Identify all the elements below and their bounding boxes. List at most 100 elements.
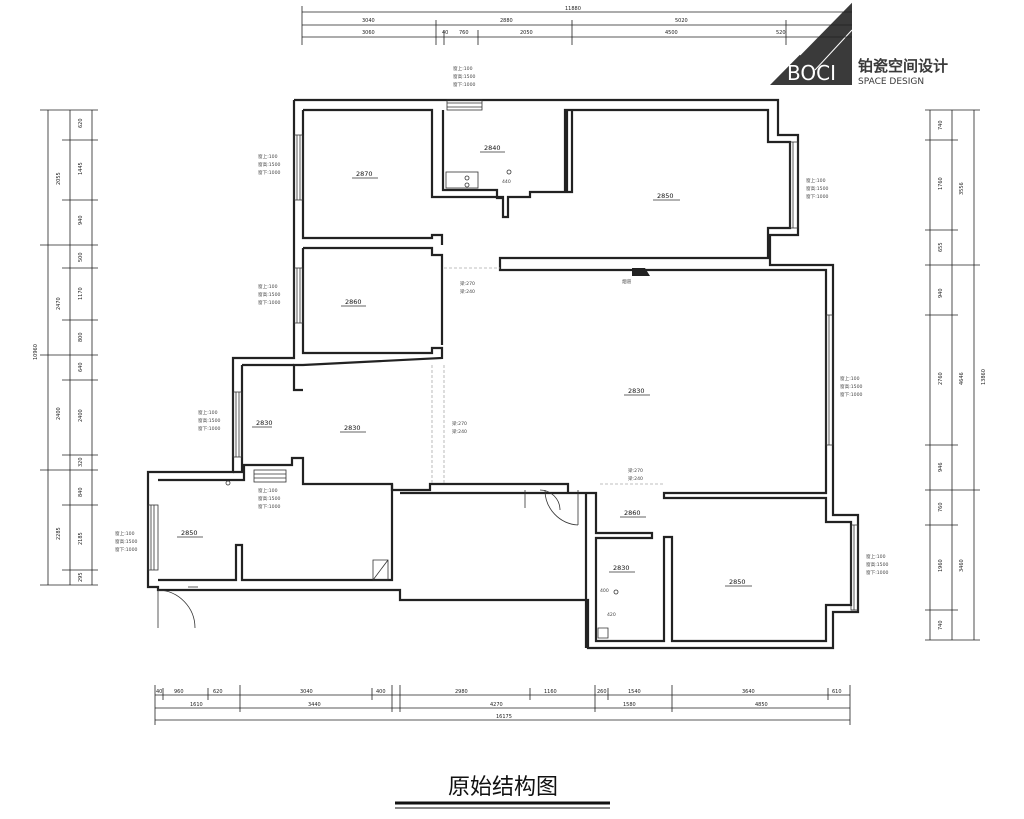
flue-mark — [632, 268, 650, 276]
wn-l2-1: 窗上:100 — [258, 283, 278, 290]
beam-notes: 梁:270 梁:240 梁:270 梁:240 梁:270 梁:240 烟道 4… — [452, 179, 643, 618]
top-dim-3: 5020 — [675, 18, 688, 24]
room-labels: 2870 2840 2850 2860 2830 2830 2830 2850 … — [177, 144, 752, 587]
bn-1b: 梁:240 — [460, 288, 475, 295]
wn-l4-3: 窗下:1000 — [258, 503, 281, 510]
bottom-dim-15: 1580 — [623, 702, 636, 708]
flue-note: 烟道 — [622, 278, 632, 285]
right-dim-7: 940 — [938, 288, 944, 298]
column-mark-2 — [597, 627, 609, 639]
bn-2b: 梁:240 — [452, 428, 467, 435]
right-dimension-lines: 13860 3556 4646 3460 740 1760 655 940 27… — [925, 109, 987, 641]
left-dim-11: 640 — [78, 362, 84, 372]
left-dim-2: 2470 — [56, 297, 62, 310]
window-left-2 — [293, 267, 304, 324]
bottom-dim-13: 3440 — [308, 702, 321, 708]
wn-r3-2: 窗高:1500 — [866, 561, 889, 568]
bn-3a: 梁:270 — [628, 467, 643, 474]
bedroom-left-walls — [301, 110, 444, 245]
wn-l4-1: 窗上:100 — [258, 487, 278, 494]
bottom-dim-5: 400 — [376, 689, 386, 695]
bottom-dim-14: 4270 — [490, 702, 503, 708]
study-walls — [233, 365, 244, 474]
brand-logo: BOCI 铂瓷空间设计 SPACE DESIGN — [770, 1, 948, 87]
wn-l5-3: 窗下:1000 — [115, 546, 138, 553]
room-label-10: 2830 — [613, 564, 630, 572]
window-right-2 — [825, 314, 834, 446]
window-left-3 — [232, 391, 243, 458]
left-dim-total: 10960 — [33, 344, 39, 360]
top-dim-4: 3060 — [362, 30, 375, 36]
window-top — [446, 99, 483, 111]
right-dim-11: 1960 — [938, 559, 944, 572]
wn-l1-2: 窗高:1500 — [258, 161, 281, 168]
wn-l3-2: 窗高:1500 — [198, 417, 221, 424]
left-dim-9: 1170 — [78, 287, 84, 300]
wn-r2-2: 窗高:1500 — [840, 383, 863, 390]
wn-l3-1: 窗上:100 — [198, 409, 218, 416]
bottom-dim-9: 1540 — [628, 689, 641, 695]
logo-brand: BOCI — [787, 61, 836, 85]
wn-l1-1: 窗上:100 — [258, 153, 278, 160]
middle-left-walls — [292, 248, 444, 392]
room-label-5: 2830 — [256, 419, 273, 427]
left-dim-5: 620 — [78, 118, 84, 128]
bottom-dim-12: 1610 — [190, 702, 203, 708]
right-dim-8: 2760 — [938, 372, 944, 385]
door-living — [524, 489, 561, 511]
kitchen-walls — [441, 110, 503, 200]
window-right-1 — [789, 141, 799, 229]
wn-l3-3: 窗下:1000 — [198, 425, 221, 432]
note-440: 440 — [502, 179, 511, 185]
left-dim-14: 840 — [78, 487, 84, 497]
drawing-title: 原始结构图 — [448, 775, 558, 800]
left-dim-3: 2400 — [56, 407, 62, 420]
bn-2a: 梁:270 — [452, 420, 467, 427]
outer-wall — [146, 98, 860, 650]
left-dim-12: 2400 — [78, 409, 84, 422]
right-dim-10: 760 — [938, 502, 944, 512]
wn-r3-3: 窗下:1000 — [866, 569, 889, 576]
openings — [147, 99, 859, 639]
right-dim-6: 655 — [938, 242, 944, 252]
column-mark — [372, 559, 389, 581]
bottom-dim-2: 960 — [174, 689, 184, 695]
left-dim-16: 295 — [78, 572, 84, 582]
wn-r2-1: 窗上:100 — [840, 375, 860, 382]
lower-left-walls — [158, 456, 394, 582]
bottom-dim-10: 3640 — [742, 689, 755, 695]
room-label-11: 2850 — [729, 578, 746, 586]
window-right-3 — [850, 524, 859, 611]
bottom-dim-8: 260 — [597, 689, 607, 695]
wn-top-3: 窗下:1000 — [453, 81, 476, 88]
wn-r1-3: 窗下:1000 — [806, 193, 829, 200]
right-dim-2: 4646 — [959, 372, 965, 385]
note-420: 420 — [607, 612, 616, 618]
bn-1a: 梁:270 — [460, 280, 475, 287]
wn-l4-2: 窗高:1500 — [258, 495, 281, 502]
top-dim-total: 11880 — [565, 6, 581, 12]
bottom-dimension-lines: 40 960 620 3040 400 2980 1160 260 1540 3… — [154, 685, 851, 725]
window-left-4 — [147, 504, 159, 571]
top-dim-6: 760 — [459, 30, 469, 36]
wn-r1-1: 窗上:100 — [806, 177, 826, 184]
left-dimension-lines: 10960 2055 2470 2400 2285 620 1445 940 5… — [33, 109, 98, 586]
right-dim-total: 13860 — [981, 369, 987, 385]
room-label-2: 2840 — [484, 144, 501, 152]
wn-l1-3: 窗下:1000 — [258, 169, 281, 176]
top-dim-2: 2880 — [500, 18, 513, 24]
left-dim-4: 2285 — [56, 527, 62, 540]
top-dimension-lines: 11880 3040 2880 5020 3060 40 760 2050 45… — [301, 6, 852, 45]
wn-top-1: 窗上:100 — [453, 65, 473, 72]
door-balcony — [157, 589, 196, 629]
outer-wall-inner — [303, 108, 853, 643]
right-dim-1: 3556 — [959, 182, 965, 195]
note-400: 400 — [600, 588, 609, 594]
wn-l2-3: 窗下:1000 — [258, 299, 281, 306]
step-block — [253, 469, 287, 483]
wn-r2-3: 窗下:1000 — [840, 391, 863, 398]
room-label-4: 2860 — [345, 298, 362, 306]
walls — [146, 98, 860, 650]
bottom-dim-3: 620 — [213, 689, 223, 695]
